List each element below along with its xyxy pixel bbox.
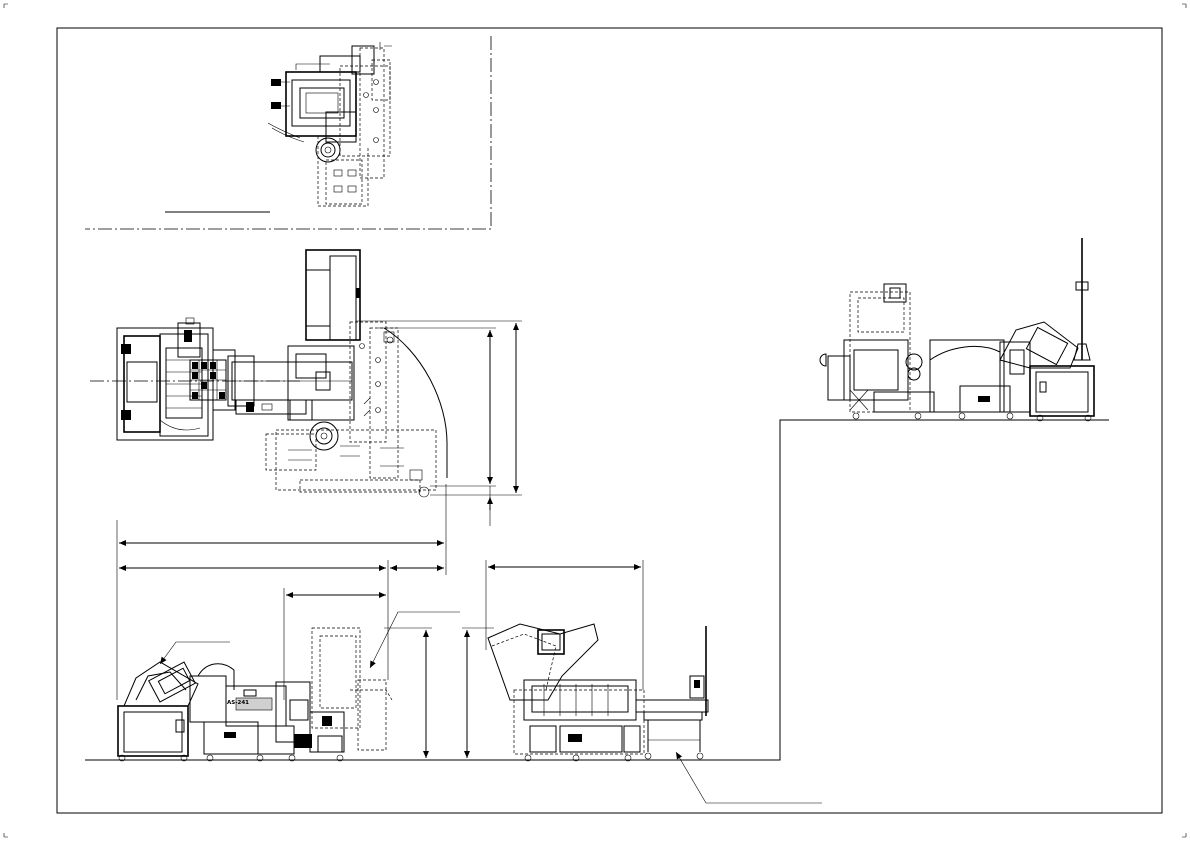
right-elevation [819,238,1095,422]
plan-dimensions [356,320,522,526]
machine-badge: AS-241 [227,700,249,706]
side-view: AS-241 [85,419,1109,804]
plan-grid [189,359,227,401]
trim-marks [3,3,1187,838]
side-left-machine [117,627,393,762]
inset-machine [267,42,392,207]
side-dimensions [116,484,644,758]
main-plan-view [90,249,522,526]
sheet-border [56,27,1163,814]
floor-line [85,419,1109,761]
inset-plan-view [85,36,492,230]
side-right-machine [487,623,709,762]
